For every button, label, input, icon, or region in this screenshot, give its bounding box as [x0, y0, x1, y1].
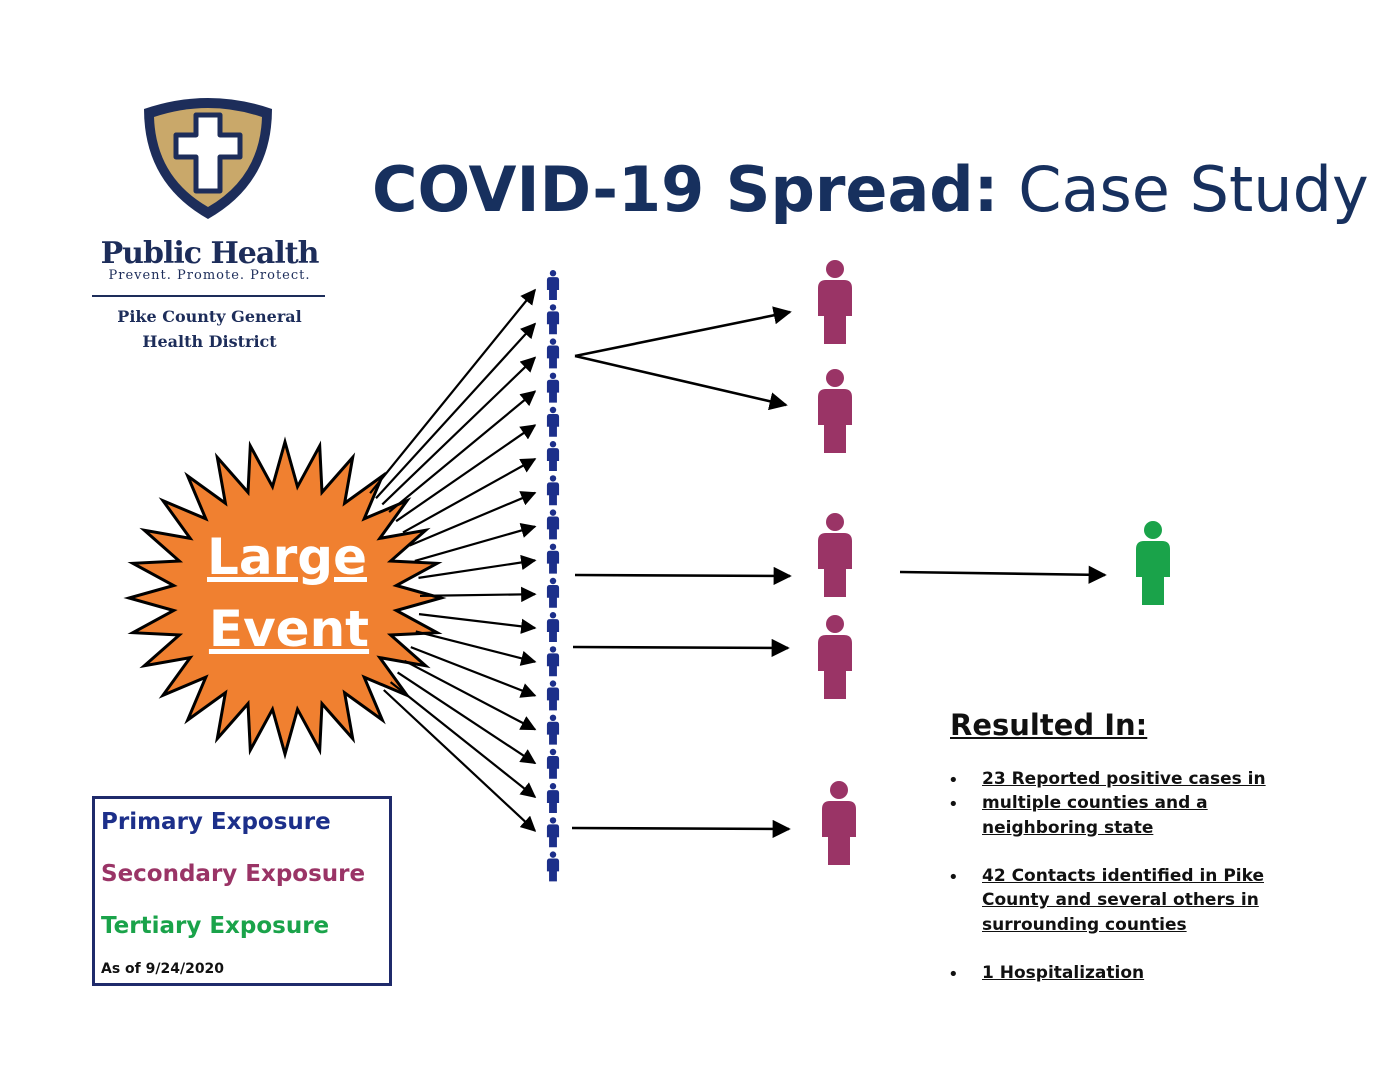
event-label-line2: Event — [209, 600, 369, 658]
result-line: 23 Reported positive cases in — [982, 769, 1266, 789]
person-icon — [546, 577, 560, 608]
person-icon — [546, 612, 560, 642]
starburst-icon — [123, 436, 447, 760]
person-icon — [818, 513, 852, 597]
person-icon — [546, 851, 560, 882]
title-regular: Case Study — [1018, 153, 1369, 226]
event-label-line1: Large — [207, 528, 367, 586]
person-icon — [546, 680, 560, 711]
arrow-icon — [899, 565, 1107, 584]
bullet-icon: • — [948, 867, 959, 888]
arrow-icon — [369, 288, 536, 494]
person-icon — [546, 509, 560, 540]
result-line: multiple counties and a — [982, 793, 1208, 813]
divider — [92, 295, 325, 297]
bullet-icon: • — [948, 794, 959, 815]
result-line: surrounding counties — [982, 915, 1187, 935]
title-bold: COVID-19 Spread: — [372, 153, 999, 226]
arrow-icon — [414, 522, 537, 562]
org-district-line2: Health District — [142, 332, 277, 351]
legend-secondary: Secondary Exposure — [101, 861, 366, 887]
person-icon — [546, 543, 560, 574]
primary-people — [546, 270, 560, 882]
bullet-icon: • — [948, 964, 959, 985]
person-icon — [818, 615, 852, 699]
legend-as-of: As of 9/24/2020 — [101, 961, 225, 977]
legend-box: Primary Exposure Secondary Exposure Tert… — [92, 796, 392, 986]
results-heading: Resulted In: — [950, 708, 1148, 742]
arrow-icon — [396, 671, 537, 765]
arrow-icon — [574, 354, 788, 411]
person-icon — [546, 338, 560, 369]
arrow-icon — [381, 356, 537, 506]
result-line: 42 Contacts identified in Pike — [982, 866, 1264, 886]
starburst-shape — [123, 436, 447, 760]
arrow-icon — [572, 638, 790, 658]
secondary-arrows — [571, 306, 1107, 839]
arrow-icon — [571, 819, 791, 839]
person-icon — [546, 783, 560, 813]
primary-arrows — [369, 288, 537, 832]
shield-cross-icon — [144, 98, 272, 219]
person-icon — [546, 441, 560, 471]
person-icon — [546, 475, 560, 506]
arrow-icon — [403, 659, 537, 731]
arrow-icon — [415, 630, 537, 666]
person-icon — [546, 714, 560, 745]
result-line: County and several others in — [982, 890, 1259, 910]
person-icon — [822, 781, 856, 865]
result-line: 1 Hospitalization — [982, 963, 1145, 983]
arrow-icon — [383, 689, 537, 832]
person-icon — [1136, 521, 1170, 605]
arrow-icon — [410, 646, 537, 698]
result-line: neighboring state — [982, 818, 1154, 838]
person-icon — [818, 260, 852, 344]
person-icon — [546, 406, 560, 437]
person-icon — [546, 270, 560, 300]
arrow-icon — [574, 566, 792, 586]
arrow-icon — [389, 681, 537, 798]
org-district-line1: Pike County General — [117, 307, 302, 326]
page-title: COVID-19 Spread: Case Study — [372, 150, 1372, 230]
arrow-icon — [395, 424, 537, 523]
org-tagline: Prevent. Promote. Protect. — [108, 268, 311, 283]
arrow-icon — [388, 390, 537, 513]
org-name: Public Health — [100, 236, 320, 271]
secondary-people — [818, 260, 1170, 865]
arrow-icon — [574, 306, 792, 358]
arrow-icon — [418, 613, 537, 634]
arrow-icon — [408, 491, 537, 547]
person-icon — [546, 372, 560, 403]
legend-tertiary: Tertiary Exposure — [101, 913, 330, 939]
bullet-icon: • — [948, 770, 959, 791]
person-icon — [546, 646, 560, 677]
person-icon — [546, 817, 560, 848]
person-icon — [546, 304, 560, 335]
org-district: Pike County General Health District — [92, 304, 327, 354]
arrow-icon — [402, 458, 537, 534]
arrow-icon — [419, 586, 537, 603]
person-icon — [818, 369, 852, 453]
arrow-icon — [418, 554, 537, 579]
person-icon — [546, 748, 560, 779]
arrow-icon — [375, 322, 537, 499]
legend-primary: Primary Exposure — [101, 809, 331, 835]
